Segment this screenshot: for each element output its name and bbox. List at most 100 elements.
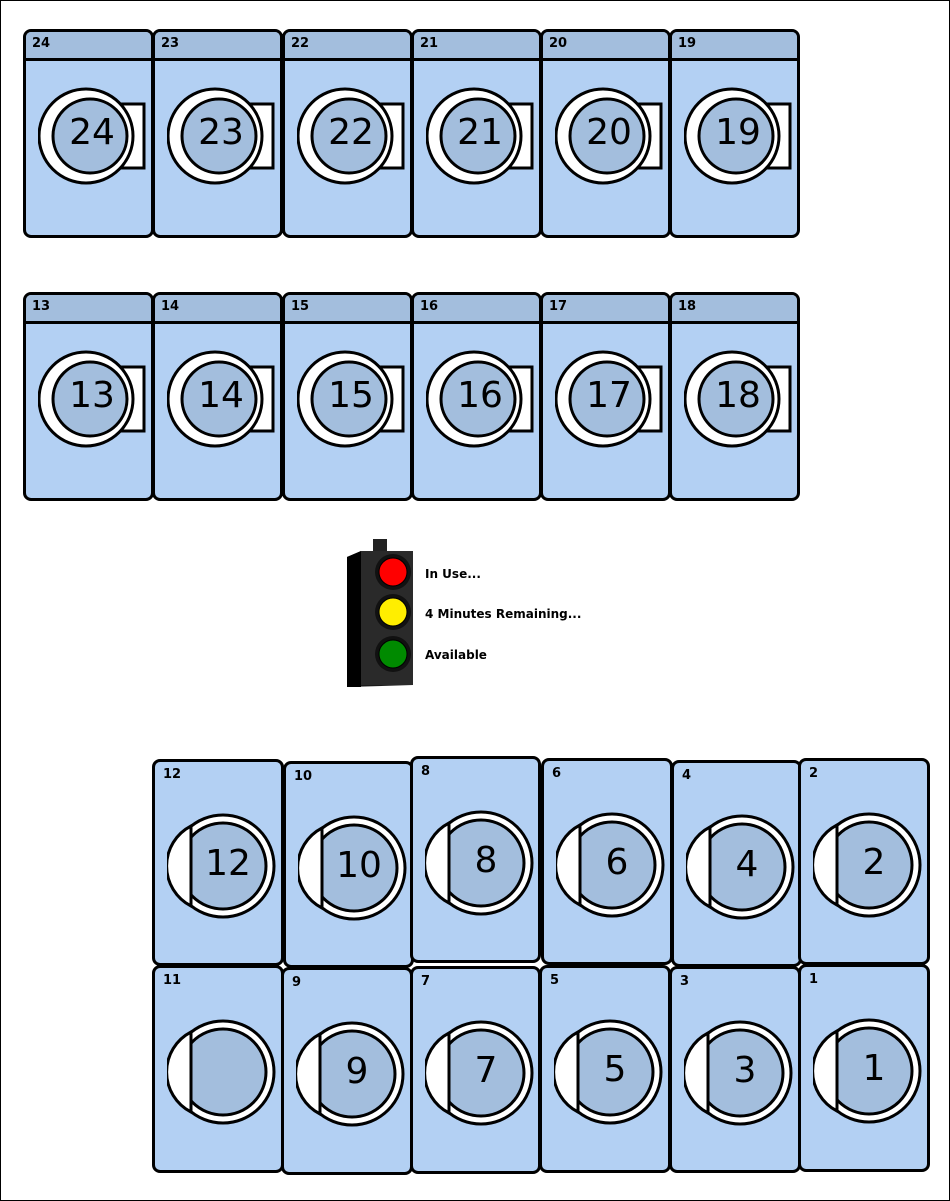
washer-door-icon: 9: [296, 1018, 408, 1130]
dryer-18[interactable]: 18 18: [669, 292, 800, 501]
machine-number: 20: [586, 112, 632, 153]
machine-tag: 21: [420, 36, 439, 51]
washer-door-icon: 1: [813, 1015, 925, 1127]
legend-available: Available: [425, 648, 487, 662]
machine-tag: 14: [161, 299, 180, 314]
machine-number: 18: [715, 375, 761, 416]
machine-header: [543, 32, 668, 61]
machine-tag: 6: [552, 766, 562, 781]
dryer-door-icon: 21: [426, 82, 538, 194]
machine-header: [26, 295, 151, 324]
machine-number: 14: [198, 375, 244, 416]
machine-number: 4: [735, 844, 759, 885]
machine-number: 8: [474, 840, 498, 881]
washer-2[interactable]: 2 2: [798, 758, 930, 965]
washer-3[interactable]: 3 3: [669, 966, 801, 1173]
washer-7[interactable]: 7 7: [410, 966, 541, 1174]
machine-number: 13: [69, 375, 115, 416]
washer-door-icon: 3: [684, 1017, 796, 1129]
dryer-door-icon: 14: [167, 345, 279, 457]
dryer-door-icon: 17: [555, 345, 667, 457]
dryer-21[interactable]: 21 21: [411, 29, 542, 238]
machine-header: [155, 32, 280, 61]
machine-tag: 10: [294, 769, 313, 784]
machine-header: [26, 32, 151, 61]
dryer-19[interactable]: 19 19: [669, 29, 800, 238]
machine-tag: 18: [678, 299, 697, 314]
machine-tag: 11: [163, 973, 182, 988]
washer-8[interactable]: 8 8: [410, 756, 541, 963]
machine-tag: 17: [549, 299, 568, 314]
machine-header: [414, 32, 539, 61]
washer-4[interactable]: 4 4: [671, 760, 802, 967]
dryer-23[interactable]: 23 23: [152, 29, 283, 238]
traffic-light-icon: [347, 539, 413, 687]
washer-door-icon: [167, 1016, 279, 1128]
dryer-door-icon: 24: [38, 82, 150, 194]
machine-header: [672, 295, 797, 324]
machine-number: 23: [198, 112, 244, 153]
machine-number: 12: [205, 843, 251, 884]
washer-door-icon: 5: [554, 1016, 666, 1128]
machine-number: 7: [474, 1050, 498, 1091]
machine-tag: 22: [291, 36, 310, 51]
dryer-17[interactable]: 17 17: [540, 292, 671, 501]
machine-number: 1: [862, 1048, 886, 1089]
dryer-15[interactable]: 15 15: [282, 292, 413, 501]
legend-minutes-remaining: 4 Minutes Remaining...: [425, 607, 582, 621]
washer-door-icon: 10: [298, 812, 410, 924]
dryer-door-icon: 20: [555, 82, 667, 194]
washer-door-icon: 2: [813, 809, 925, 921]
machine-number: 5: [603, 1049, 627, 1090]
washer-1[interactable]: 1 1: [798, 964, 930, 1172]
dryer-door-icon: 15: [297, 345, 409, 457]
dryer-22[interactable]: 22 22: [282, 29, 413, 238]
machine-number: 19: [715, 112, 761, 153]
washer-door-icon: 7: [425, 1017, 537, 1129]
yellow-light-icon: [378, 597, 408, 627]
dryer-door-icon: 16: [426, 345, 538, 457]
machine-tag: 20: [549, 36, 568, 51]
dryer-13[interactable]: 13 13: [23, 292, 154, 501]
dryer-20[interactable]: 20 20: [540, 29, 671, 238]
washer-9[interactable]: 9 9: [281, 967, 413, 1175]
green-light-icon: [378, 639, 408, 669]
machine-header: [672, 32, 797, 61]
red-light-icon: [378, 557, 408, 587]
machine-header: [155, 295, 280, 324]
machine-number: 10: [336, 845, 382, 886]
dryer-14[interactable]: 14 14: [152, 292, 283, 501]
machine-tag: 8: [421, 764, 431, 779]
machine-number: 2: [862, 842, 886, 883]
washer-11[interactable]: 11: [152, 965, 284, 1173]
machine-tag: 9: [292, 975, 302, 990]
machine-number: 15: [328, 375, 374, 416]
washer-6[interactable]: 6 6: [541, 758, 673, 965]
machine-header: [414, 295, 539, 324]
machine-number: 6: [605, 842, 629, 883]
machine-number: 17: [586, 375, 632, 416]
machine-tag: 13: [32, 299, 51, 314]
machine-number: 24: [69, 112, 115, 153]
washer-5[interactable]: 5 5: [539, 965, 671, 1173]
machine-tag: 7: [421, 974, 431, 989]
machine-number: 22: [328, 112, 374, 153]
washer-10[interactable]: 10 10: [283, 761, 414, 968]
dryer-16[interactable]: 16 16: [411, 292, 542, 501]
washer-12[interactable]: 12 12: [152, 759, 284, 966]
machine-tag: 12: [163, 767, 182, 782]
machine-tag: 19: [678, 36, 697, 51]
dryer-24[interactable]: 24 24: [23, 29, 154, 238]
status-legend: In Use... 4 Minutes Remaining... Availab…: [341, 539, 611, 689]
dryer-door-icon: 22: [297, 82, 409, 194]
machine-tag: 4: [682, 768, 692, 783]
machine-header: [285, 32, 410, 61]
washer-door-icon: 12: [167, 810, 279, 922]
machine-tag: 1: [809, 972, 819, 987]
machine-header: [543, 295, 668, 324]
machine-number: 9: [345, 1051, 369, 1092]
machine-number: 3: [733, 1050, 757, 1091]
machine-tag: 24: [32, 36, 51, 51]
dryer-door-icon: 23: [167, 82, 279, 194]
